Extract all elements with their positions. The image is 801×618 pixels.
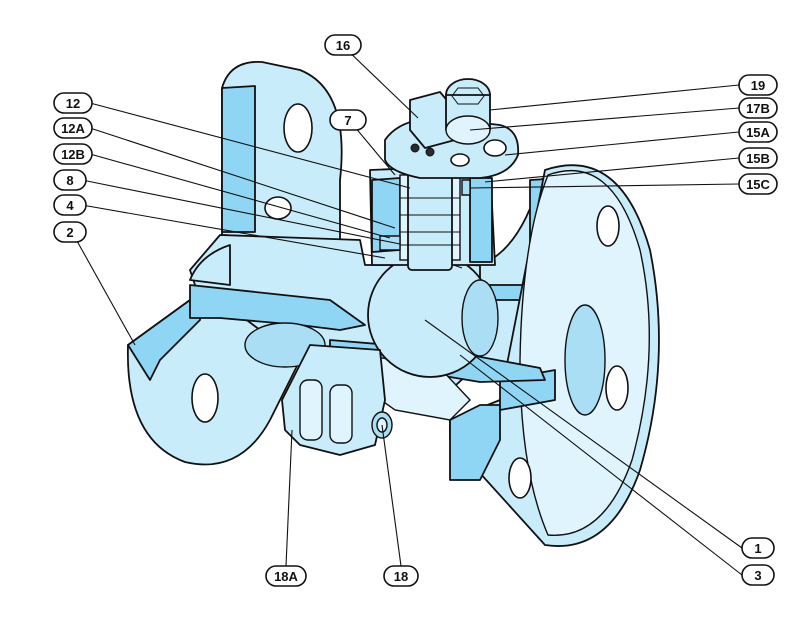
callout-label: 1 [754,541,761,556]
callout-2: 2 [53,221,87,243]
callout-label: 15A [746,125,770,140]
callout-7: 7 [329,109,367,131]
callout-label: 18A [274,569,298,584]
callout-label: 15B [746,151,770,166]
callout-label: 3 [754,568,761,583]
callout-17B: 17B [738,97,778,119]
callout-18: 18 [383,565,419,587]
callout-label: 12 [66,96,80,111]
callout-label: 15C [746,177,770,192]
stem-housing [369,159,496,271]
callout-15A: 15A [738,121,778,143]
callout-12: 12 [53,92,93,114]
left-rear-flange [221,61,343,241]
callout-15B: 15B [738,147,778,169]
callout-label: 2 [66,225,73,240]
callout-4: 4 [53,194,87,216]
callout-8: 8 [53,169,87,191]
left-front-flange [127,284,366,466]
callout-12A: 12A [53,117,93,139]
callout-label: 12B [61,147,85,162]
callout-1: 1 [741,537,775,559]
callout-label: 4 [66,198,74,213]
callout-label: 12A [61,121,85,136]
callout-19: 19 [738,74,778,96]
callout-12B: 12B [53,143,93,165]
callout-18A: 18A [265,565,307,587]
callout-16: 16 [324,34,362,56]
leader-lines [71,45,743,576]
callout-label: 17B [746,101,770,116]
callout-label: 18 [394,569,408,584]
callout-label: 7 [344,113,351,128]
callout-label: 19 [751,78,765,93]
callout-15C: 15C [738,173,778,195]
callout-label: 16 [336,38,350,53]
bottom-trunnion [281,344,393,456]
callout-3: 3 [741,564,775,586]
stem-top [409,78,491,149]
callout-label: 8 [66,173,73,188]
